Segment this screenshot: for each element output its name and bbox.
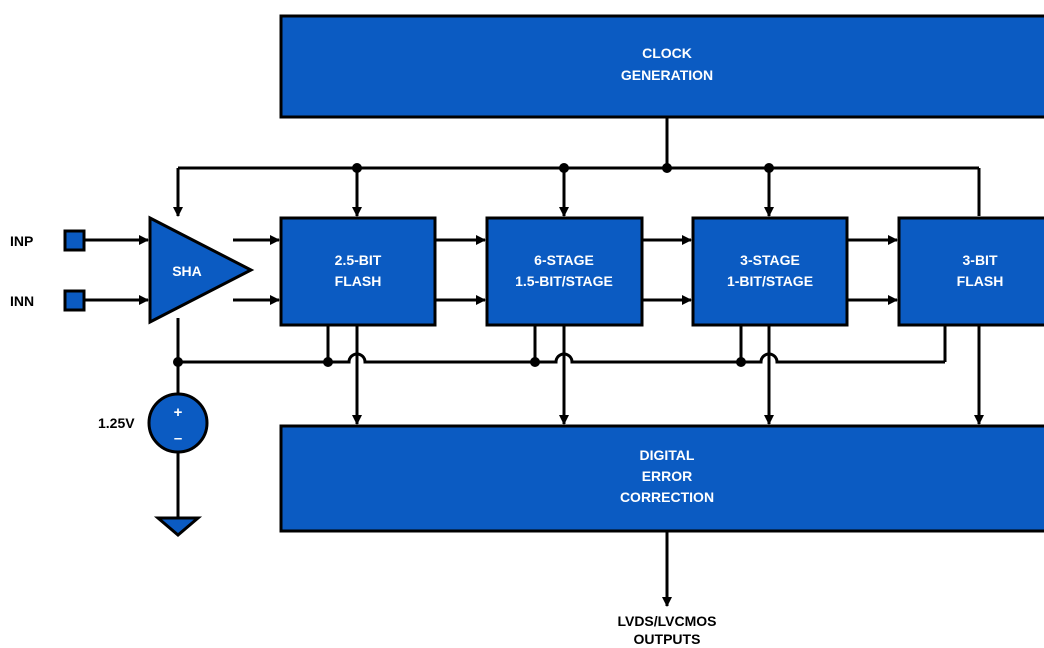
- svg-text:INN: INN: [10, 293, 34, 309]
- stage-output-wires: [352, 325, 984, 425]
- reference-bus: [173, 318, 947, 393]
- voltage-reference-source: + – 1.25V: [98, 392, 209, 454]
- inp-pin: INP: [10, 229, 86, 252]
- ground-icon: [153, 516, 203, 537]
- inn-pin: INN: [10, 289, 86, 312]
- svg-text:+: +: [174, 404, 183, 421]
- clock-bus: [173, 117, 981, 217]
- ground-and-output-wires: [176, 452, 672, 607]
- svg-text:INP: INP: [10, 233, 33, 249]
- sha-amplifier: SHA: [148, 215, 255, 325]
- svg-text:–: –: [174, 430, 182, 447]
- svg-text:SHA: SHA: [172, 263, 202, 279]
- input-wires: [85, 235, 149, 305]
- pipeline-wires: [233, 235, 898, 305]
- svg-text:1.25V: 1.25V: [98, 415, 135, 431]
